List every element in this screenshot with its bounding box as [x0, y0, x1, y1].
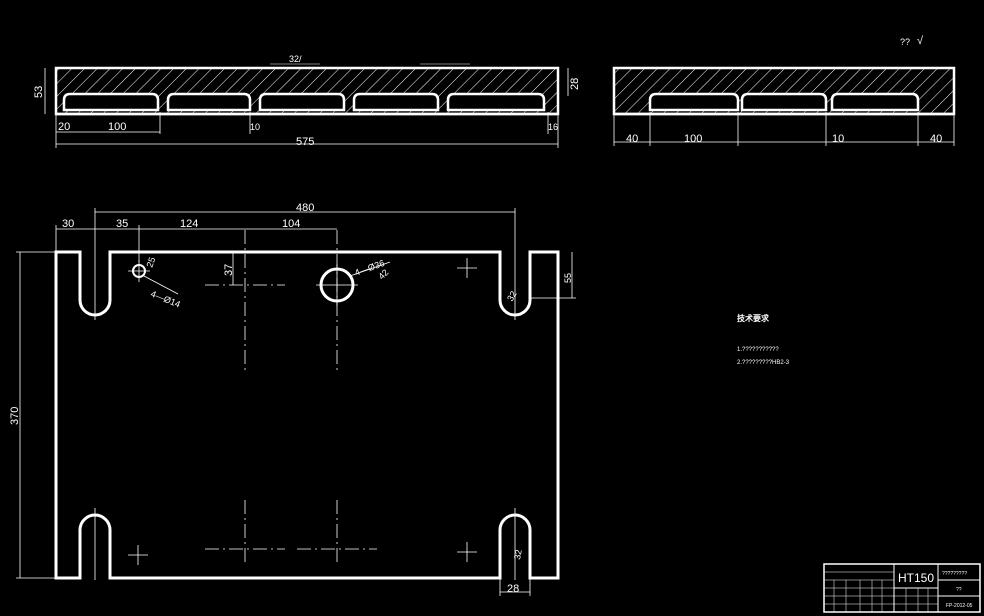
roughness-prefix: ??	[900, 37, 910, 47]
label-hole-small: 4—Ø14	[149, 289, 182, 310]
side-dim-slot-width: 100	[684, 133, 702, 145]
side-dim-margin-right: 40	[930, 133, 942, 145]
dim-margin-left: 20	[58, 121, 70, 133]
title-block-material: HT150	[898, 571, 934, 585]
label-slot-r-top: 32	[505, 289, 519, 303]
tech-notes-title: 技术要求	[737, 313, 770, 323]
roughness-symbol-icon: √	[917, 35, 924, 47]
title-block-name: ?????????	[942, 571, 967, 577]
side-view	[612, 66, 956, 146]
dim-margin-right: 16	[548, 122, 558, 132]
dim-height-left: 53	[33, 86, 45, 98]
title-block-text: HT150 ????????? ?? FP-2012-05	[898, 571, 973, 609]
roughness-mark: ?? √	[900, 35, 924, 47]
dim-top-roughness: 32/	[289, 54, 302, 64]
dim-slot-width-bottom: 28	[507, 583, 519, 595]
title-block-drawing-no: FP-2012-05	[946, 603, 973, 609]
dim-370: 370	[9, 407, 21, 425]
side-view-dims: 40 100 10 40	[626, 133, 942, 145]
dim-35: 35	[116, 218, 128, 230]
label-hole-small-depth: 25	[144, 256, 157, 269]
plan-view	[16, 208, 576, 596]
dim-124: 124	[180, 218, 198, 230]
dim-30: 30	[62, 218, 74, 230]
title-block-sheet: ??	[956, 587, 962, 593]
title-block	[823, 563, 981, 613]
dim-55: 55	[563, 273, 573, 283]
dim-total-length: 575	[296, 136, 314, 148]
label-slot-r-bottom: 32	[512, 549, 524, 561]
front-view-dims: 32/ 53 28 20 100 10 16 575	[33, 54, 581, 148]
plan-view-dims: 480 30 35 124 104 37 55 370 4—Ø14 25 4—Ø…	[9, 202, 573, 595]
dim-480: 480	[296, 202, 314, 214]
side-dim-rib: 10	[832, 133, 844, 145]
dim-height-right: 28	[569, 78, 581, 90]
side-dim-margin-left: 40	[626, 133, 638, 145]
front-view	[44, 63, 569, 148]
tech-notes-line2: 2.?????????HB2-3	[737, 360, 790, 366]
dim-37: 37	[223, 264, 235, 276]
dim-slot-width: 100	[108, 121, 126, 133]
tech-notes: 技术要求 1.??????????? 2.?????????HB2-3	[737, 313, 790, 366]
dim-104: 104	[282, 218, 300, 230]
dim-rib: 10	[250, 122, 260, 132]
tech-notes-line1: 1.???????????	[737, 347, 779, 353]
plan-outline	[54, 250, 560, 580]
